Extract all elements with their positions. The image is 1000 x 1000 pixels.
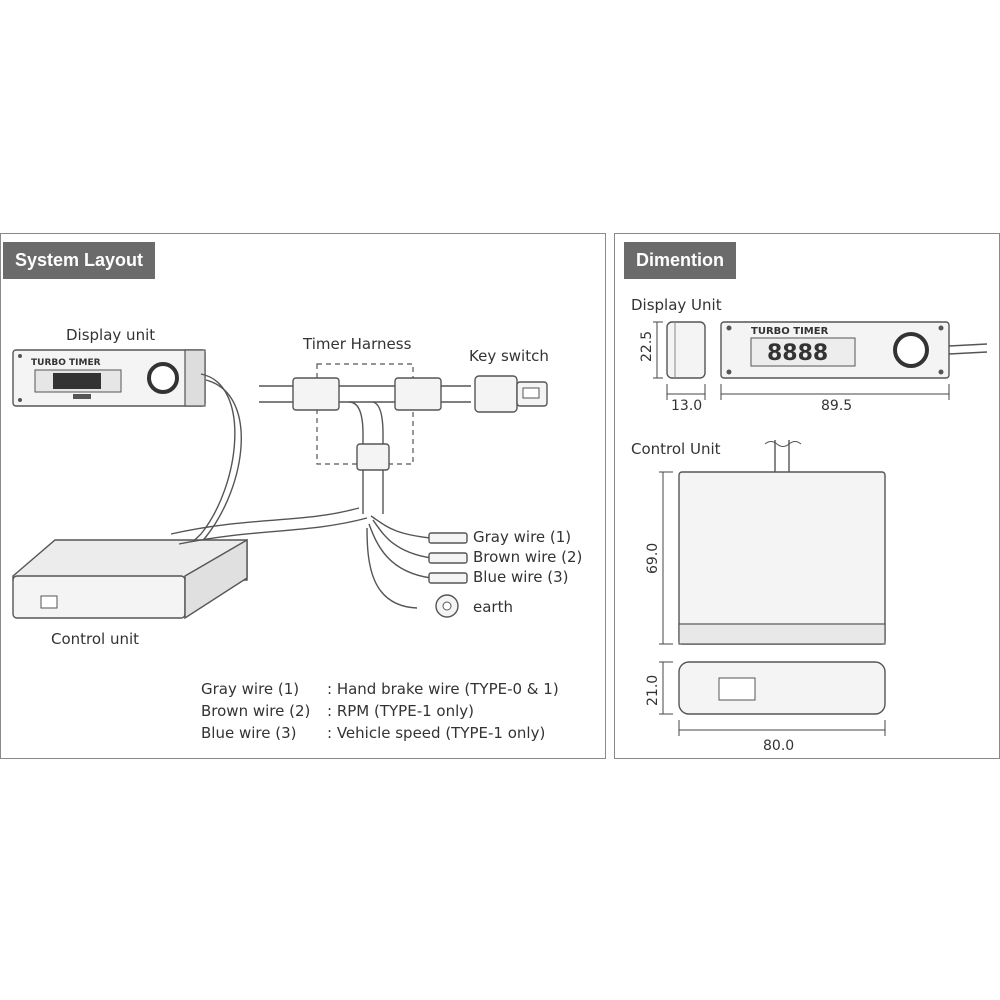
control-unit-illustration <box>12 538 248 620</box>
system-layout-panel: System Layout Display unit TURBO TIMER 8… <box>0 233 606 759</box>
display-unit-side-view <box>666 321 706 379</box>
control-unit-top-view <box>678 471 886 645</box>
gray-wire-label: Gray wire (1) <box>473 528 571 546</box>
control-unit-side-view <box>678 661 886 715</box>
key-switch-body <box>474 375 518 413</box>
earth-label: earth <box>473 598 513 616</box>
display-width-value: 89.5 <box>821 398 852 414</box>
display-height-value: 22.5 <box>639 331 655 362</box>
key-switch-label: Key switch <box>469 347 549 365</box>
legend-wire-1: Brown wire (2) <box>201 702 310 720</box>
system-layout-diagram: Display unit TURBO TIMER 8888 Control un… <box>12 326 582 742</box>
display-unit-illustration: TURBO TIMER 8888 <box>12 349 206 407</box>
control-height-value: 69.0 <box>645 543 661 574</box>
dimension-diagram: Display Unit 22.5 13.0 TURBO TIMER 8888 … <box>631 296 988 754</box>
harness-connector-left <box>292 377 340 411</box>
timer-harness-label: Timer Harness <box>302 335 412 353</box>
dimension-header: Dimention <box>624 242 736 279</box>
display-depth-value: 13.0 <box>671 398 702 414</box>
legend-desc-0: : Hand brake wire (TYPE-0 & 1) <box>327 680 559 698</box>
display-brand-text: TURBO TIMER <box>31 358 101 368</box>
dimension-panel: Dimention Display Unit 22.5 13.0 TURBO T… <box>614 233 1000 759</box>
harness-connector-middle <box>356 443 390 471</box>
control-thickness-value: 21.0 <box>645 675 661 706</box>
display-digits: 8888 <box>56 375 92 390</box>
dim-display-unit-label: Display Unit <box>631 296 722 314</box>
brown-wire-label: Brown wire (2) <box>473 548 582 566</box>
harness-connector-right <box>394 377 442 411</box>
system-layout-header: System Layout <box>3 242 156 279</box>
dim-display-brand: TURBO TIMER <box>751 326 829 337</box>
control-width-value: 80.0 <box>763 738 794 754</box>
control-unit-label: Control unit <box>51 630 139 648</box>
legend-wire-0: Gray wire (1) <box>201 680 299 698</box>
wire-legend: Gray wire (1) : Hand brake wire (TYPE-0 … <box>201 680 559 742</box>
dim-control-unit-label: Control Unit <box>631 440 721 458</box>
dim-display-digits: 8888 <box>767 341 828 366</box>
display-unit-label: Display unit <box>66 326 155 344</box>
legend-desc-2: : Vehicle speed (TYPE-1 only) <box>327 724 545 742</box>
display-unit-front-view: TURBO TIMER 8888 <box>720 321 988 379</box>
legend-desc-1: : RPM (TYPE-1 only) <box>327 702 474 720</box>
blue-wire-label: Blue wire (3) <box>473 568 568 586</box>
wire-terminals <box>428 532 468 618</box>
legend-wire-2: Blue wire (3) <box>201 724 296 742</box>
